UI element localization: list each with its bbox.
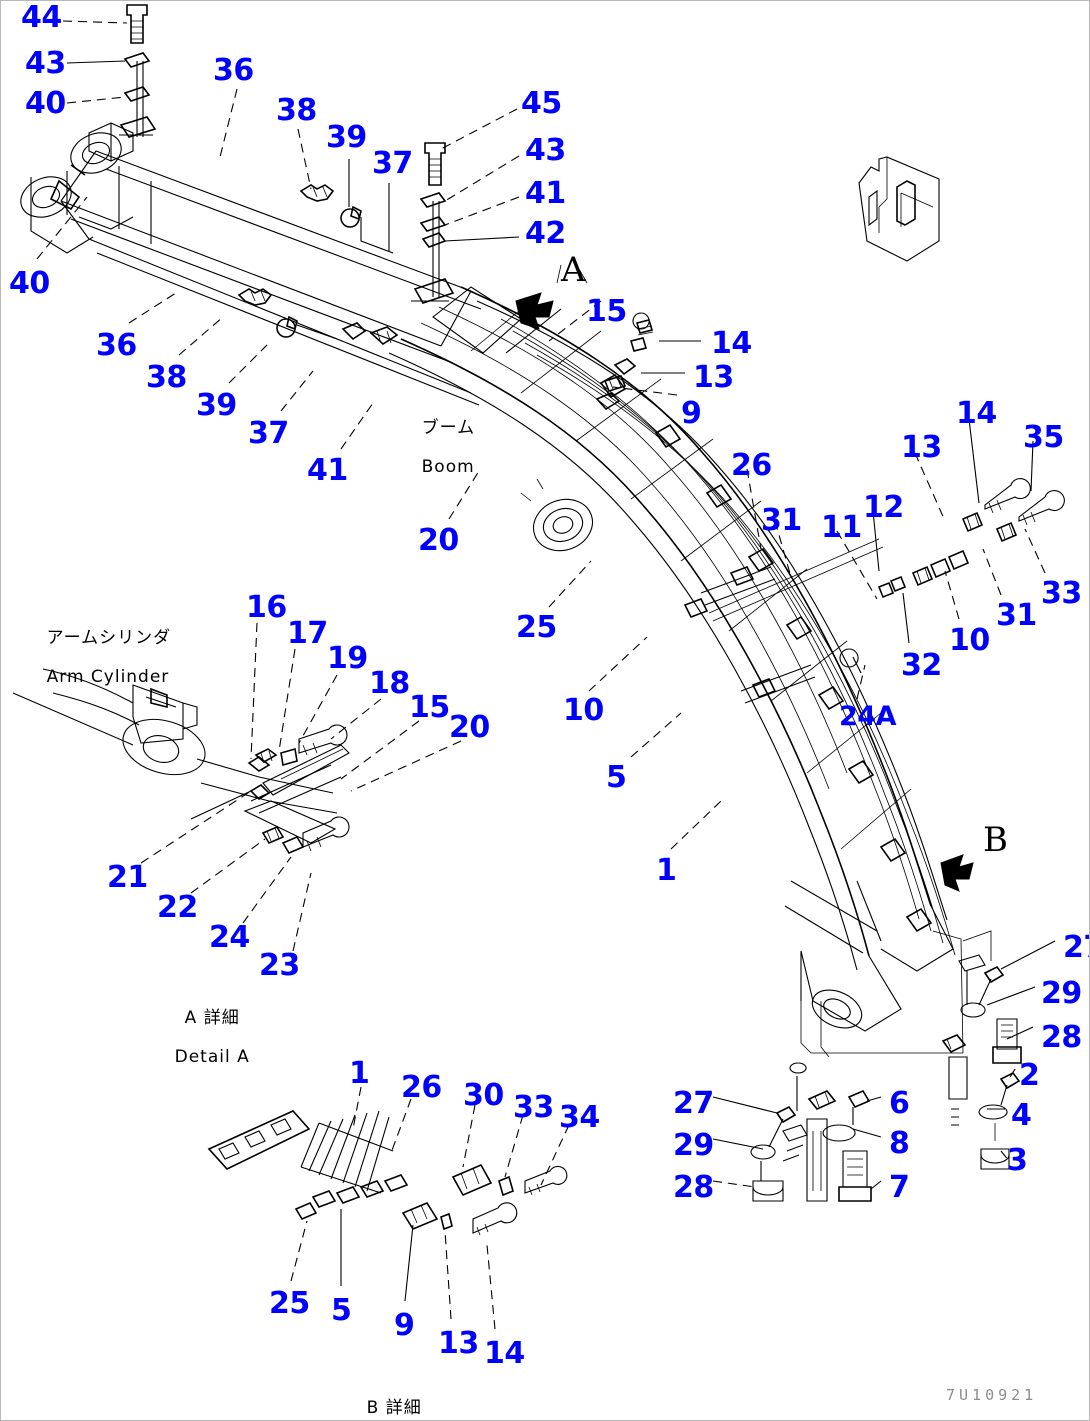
lower-right-assembly	[751, 931, 1021, 1201]
callout-41-boom-left[interactable]: 41	[307, 453, 348, 488]
callout-32-hose-right[interactable]: 32	[901, 648, 942, 683]
annotation-arm-cylinder-jp: アームシリンダ	[46, 627, 172, 648]
callout-24-detail-a[interactable]: 24	[209, 920, 250, 955]
callout-27-lower-right[interactable]: 27	[1063, 930, 1089, 965]
boom-clamp-26-31	[685, 567, 815, 703]
callout-31-hose-right[interactable]: 31	[996, 598, 1037, 633]
callout-9-detail-b[interactable]: 9	[394, 1308, 415, 1343]
callout-24A-boom-main[interactable]: 24A	[839, 701, 896, 732]
callout-28-lower-right[interactable]: 28	[673, 1170, 714, 1205]
callout-43-boom-top[interactable]: 43	[25, 46, 66, 81]
annotation-detail-b: B 詳細 Detail B	[331, 1379, 432, 1420]
callout-10-hose-right[interactable]: 10	[949, 623, 990, 658]
callout-39-boom-left[interactable]: 39	[196, 388, 237, 423]
callout-13-detail-b[interactable]: 13	[438, 1326, 479, 1361]
callout-29-lower-right[interactable]: 29	[673, 1128, 714, 1163]
annotation-arm-cylinder: アームシリンダ Arm Cylinder	[21, 609, 171, 707]
callout-44-boom-top[interactable]: 44	[21, 0, 62, 35]
callout-42-boom-top[interactable]: 42	[525, 216, 566, 251]
callout-43-boom-top[interactable]: 43	[525, 133, 566, 168]
callout-26-hose-right[interactable]: 26	[731, 448, 772, 483]
callout-27-lower-right[interactable]: 27	[673, 1086, 714, 1121]
callout-5-boom-main[interactable]: 5	[606, 760, 627, 795]
callout-9-boom-main[interactable]: 9	[681, 396, 702, 431]
callout-20-boom-main[interactable]: 20	[418, 523, 459, 558]
callout-33-detail-b[interactable]: 33	[513, 1090, 554, 1125]
callout-15-boom-main[interactable]: 15	[586, 294, 627, 329]
callout-20-detail-a[interactable]: 20	[449, 710, 490, 745]
callout-8-lower-right[interactable]: 8	[889, 1126, 910, 1161]
drawing-number: 7U10921	[946, 1386, 1038, 1404]
callout-10-boom-main[interactable]: 10	[563, 693, 604, 728]
callout-14-hose-right[interactable]: 14	[956, 396, 997, 431]
detail-b-artwork	[209, 1111, 567, 1235]
callout-23-detail-a[interactable]: 23	[259, 948, 300, 983]
section-letter-a: A	[561, 250, 586, 290]
callout-36-boom-top[interactable]: 36	[213, 53, 254, 88]
hydraulic-hose-bundle	[501, 319, 955, 955]
annotation-boom-en: Boom	[421, 456, 475, 477]
section-letter-b: B	[983, 820, 1008, 860]
annotation-detail-a: A 詳細 Detail A	[149, 989, 250, 1087]
callout-37-boom-left[interactable]: 37	[248, 416, 289, 451]
annotation-detail-b-jp: B 詳細	[366, 1397, 422, 1418]
callout-6-lower-right[interactable]: 6	[889, 1086, 910, 1121]
callout-1-boom-main[interactable]: 1	[656, 853, 677, 888]
callout-14-detail-b[interactable]: 14	[484, 1336, 525, 1371]
callout-35-hose-right[interactable]: 35	[1023, 420, 1064, 455]
section-arrow-b	[941, 855, 973, 891]
callout-38-boom-top[interactable]: 38	[276, 93, 317, 128]
callout-38-boom-left[interactable]: 38	[146, 360, 187, 395]
annotation-arm-cylinder-en: Arm Cylinder	[46, 666, 170, 687]
callout-14-boom-main[interactable]: 14	[711, 326, 752, 361]
callout-12-hose-right[interactable]: 12	[863, 490, 904, 525]
callout-33-hose-right[interactable]: 33	[1041, 576, 1082, 611]
callout-4-lower-right[interactable]: 4	[1011, 1098, 1032, 1133]
callout-40-boom-top[interactable]: 40	[25, 86, 66, 121]
callout-16-detail-a[interactable]: 16	[246, 590, 287, 625]
callout-25-boom-main[interactable]: 25	[516, 610, 557, 645]
callout-18-detail-a[interactable]: 18	[369, 666, 410, 701]
callout-7-lower-right[interactable]: 7	[889, 1170, 910, 1205]
callout-39-boom-top[interactable]: 39	[326, 120, 367, 155]
top-right-bracket	[859, 157, 939, 261]
callout-37-boom-top[interactable]: 37	[372, 146, 413, 181]
top-fastener-stack-left	[119, 5, 155, 137]
callout-1-detail-b[interactable]: 1	[349, 1056, 370, 1091]
callout-13-boom-main[interactable]: 13	[693, 360, 734, 395]
callout-29-lower-right[interactable]: 29	[1041, 976, 1082, 1011]
callout-28-lower-right[interactable]: 28	[1041, 1020, 1082, 1055]
top-fastener-stack-right	[411, 143, 453, 303]
annotation-detail-a-en: Detail A	[174, 1046, 250, 1067]
callout-31-hose-right[interactable]: 31	[761, 503, 802, 538]
callout-25-detail-b[interactable]: 25	[269, 1286, 310, 1321]
callout-34-detail-b[interactable]: 34	[559, 1100, 600, 1135]
callout-30-detail-b[interactable]: 30	[463, 1078, 504, 1113]
callout-13-hose-right[interactable]: 13	[901, 430, 942, 465]
callout-15-detail-a[interactable]: 15	[409, 690, 450, 725]
callout-2-lower-right[interactable]: 2	[1019, 1058, 1040, 1093]
callout-19-detail-a[interactable]: 19	[327, 641, 368, 676]
callout-36-boom-left[interactable]: 36	[96, 328, 137, 363]
annotation-boom-jp: ブーム	[421, 417, 476, 438]
annotation-boom: ブーム Boom	[396, 399, 475, 497]
callout-22-detail-a[interactable]: 22	[157, 890, 198, 925]
callout-26-detail-b[interactable]: 26	[401, 1070, 442, 1105]
callout-45-boom-top[interactable]: 45	[521, 86, 562, 121]
annotation-detail-a-jp: A 詳細	[184, 1007, 240, 1028]
callout-3-lower-right[interactable]: 3	[1007, 1143, 1028, 1178]
small-parts-upper	[301, 185, 393, 253]
callout-11-hose-right[interactable]: 11	[821, 510, 862, 545]
callout-5-detail-b[interactable]: 5	[331, 1293, 352, 1328]
small-parts-lower-left	[239, 289, 397, 344]
callout-41-boom-top[interactable]: 41	[525, 176, 566, 211]
callout-17-detail-a[interactable]: 17	[287, 616, 328, 651]
callout-40-boom-left[interactable]: 40	[9, 266, 50, 301]
callout-21-detail-a[interactable]: 21	[107, 860, 148, 895]
